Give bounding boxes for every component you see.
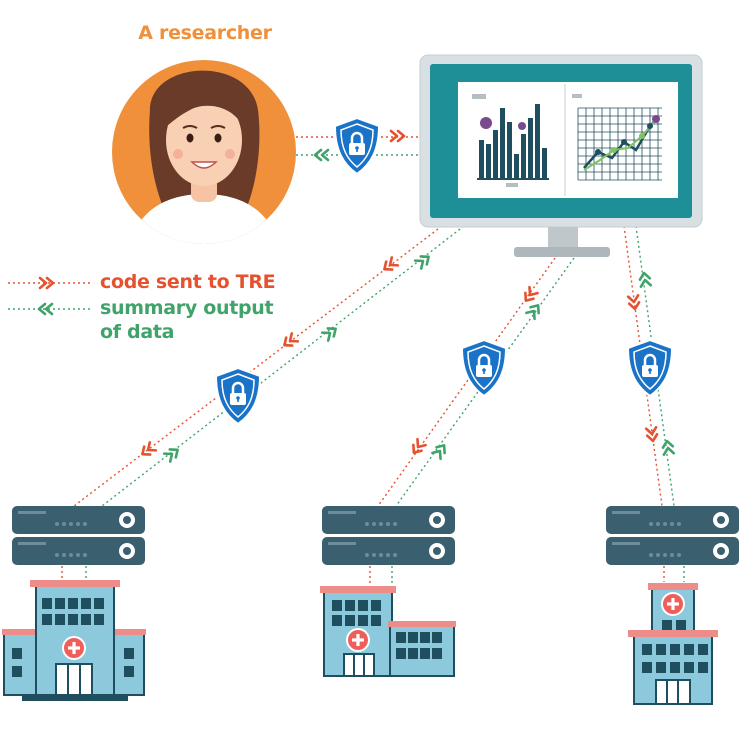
arrow-chevrons <box>141 129 676 463</box>
right-server-icon <box>606 506 739 565</box>
code-legend-arrow-icon <box>38 276 55 290</box>
right-lock-shield-icon <box>626 338 674 398</box>
line-chart-icon <box>572 94 662 181</box>
monitor-icon <box>419 54 703 257</box>
right-hospital-icon <box>628 583 718 705</box>
left-hospital-icon <box>2 580 146 701</box>
middle-lock-shield-icon <box>460 338 508 398</box>
researcher-avatar <box>112 60 296 244</box>
middle-hospital-icon <box>320 586 456 677</box>
left-server-icon <box>12 506 145 565</box>
summary-legend-arrow-icon <box>37 302 54 316</box>
researcher-lock-shield-icon <box>333 116 381 176</box>
legend-summary-label: summary output of data <box>100 297 274 343</box>
bar-chart-icon <box>472 94 549 187</box>
middle-server-icon <box>322 506 455 565</box>
legend-code-label: code sent to TRE <box>100 271 276 293</box>
legend-markers <box>8 276 90 316</box>
researcher-title: A researcher <box>138 22 272 44</box>
code-arrow-to-monitor <box>389 129 406 143</box>
summary-arrow-to-researcher <box>313 148 330 162</box>
left-lock-shield-icon <box>214 366 262 426</box>
